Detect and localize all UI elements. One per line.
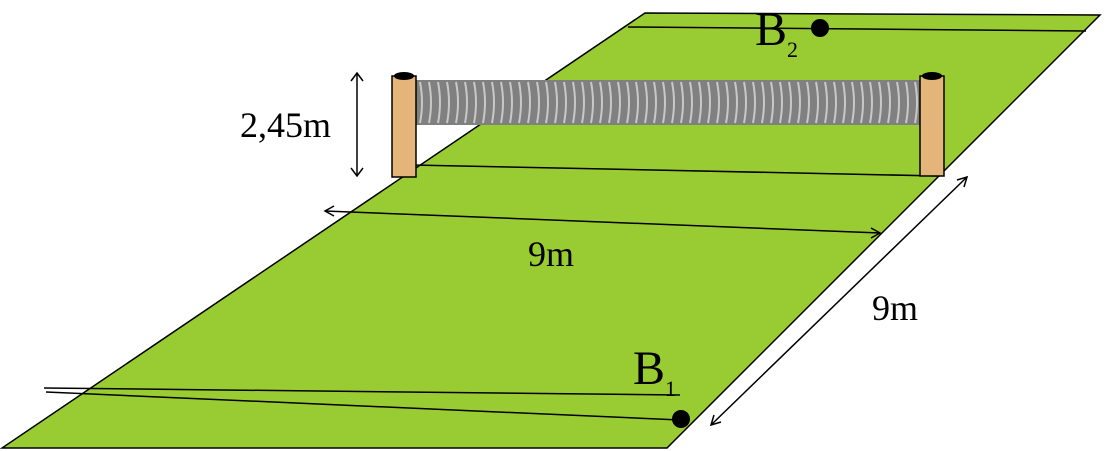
point-b1-label: B1 xyxy=(633,342,676,401)
net-stripe xyxy=(437,81,441,124)
net-stripe xyxy=(752,81,756,124)
net-stripe xyxy=(635,81,639,124)
front-line xyxy=(43,387,681,396)
height-label: 2,45m xyxy=(240,105,331,145)
left-post xyxy=(391,72,417,178)
width-label: 9m xyxy=(528,234,574,274)
net-stripes xyxy=(419,81,918,124)
net-stripe xyxy=(842,81,846,124)
net-stripe xyxy=(599,81,603,124)
net-stripe xyxy=(653,81,657,124)
net-stripe xyxy=(779,81,783,124)
net-stripe xyxy=(464,81,468,124)
width-dimension: 9m xyxy=(323,205,882,274)
net-stripe xyxy=(527,81,531,124)
net-stripe xyxy=(536,81,540,124)
net-stripe xyxy=(626,81,630,124)
point-b1: B1 xyxy=(633,342,690,428)
net-stripe xyxy=(860,81,864,124)
point-b2: B2 xyxy=(755,3,829,62)
net-stripe xyxy=(743,81,747,124)
net-stripe xyxy=(878,81,882,124)
net-stripe xyxy=(500,81,504,124)
point-b2-label: B2 xyxy=(755,3,798,62)
net-stripe xyxy=(698,81,702,124)
net-stripe xyxy=(428,81,432,124)
net-stripe xyxy=(896,81,900,124)
baseline-inner xyxy=(45,391,681,421)
right-post xyxy=(919,72,945,177)
net-stripe xyxy=(824,81,828,124)
net-stripe xyxy=(644,81,648,124)
net-stripe xyxy=(671,81,675,124)
depth-dimension: 9m xyxy=(709,175,969,427)
net-stripe xyxy=(662,81,666,124)
net-stripe xyxy=(869,81,873,124)
net-stripe xyxy=(815,81,819,124)
net-stripe xyxy=(563,81,567,124)
net-stripe xyxy=(680,81,684,124)
net-stripe xyxy=(797,81,801,124)
net-stripe xyxy=(545,81,549,124)
net xyxy=(414,80,920,125)
net-stripe xyxy=(689,81,693,124)
center-line xyxy=(411,164,941,177)
net-stripe xyxy=(518,81,522,124)
net-stripe xyxy=(491,81,495,124)
point-b2-dot xyxy=(811,19,829,37)
net-stripe xyxy=(716,81,720,124)
depth-label: 9m xyxy=(872,288,918,328)
net-stripe xyxy=(833,81,837,124)
net-stripe xyxy=(473,81,477,124)
net-stripe xyxy=(770,81,774,124)
net-stripe xyxy=(707,81,711,124)
net-stripe xyxy=(482,81,486,124)
net-stripe xyxy=(581,81,585,124)
net-stripe xyxy=(905,81,909,124)
back-line xyxy=(627,26,1087,32)
net-stripe xyxy=(608,81,612,124)
net-stripe xyxy=(554,81,558,124)
net-stripe xyxy=(887,81,891,124)
net-stripe xyxy=(590,81,594,124)
net-stripe xyxy=(806,81,810,124)
net-stripe xyxy=(788,81,792,124)
height-dimension: 2,45m xyxy=(240,71,364,178)
point-b1-dot xyxy=(672,410,690,428)
net-stripe xyxy=(914,81,918,124)
net-stripe xyxy=(761,81,765,124)
net-stripe xyxy=(446,81,450,124)
net-stripe xyxy=(725,81,729,124)
net-stripe xyxy=(455,81,459,124)
net-stripe xyxy=(572,81,576,124)
net-stripe xyxy=(617,81,621,124)
net-stripe xyxy=(734,81,738,124)
net-stripe xyxy=(851,81,855,124)
net-stripe xyxy=(509,81,513,124)
net-stripe xyxy=(419,81,423,124)
